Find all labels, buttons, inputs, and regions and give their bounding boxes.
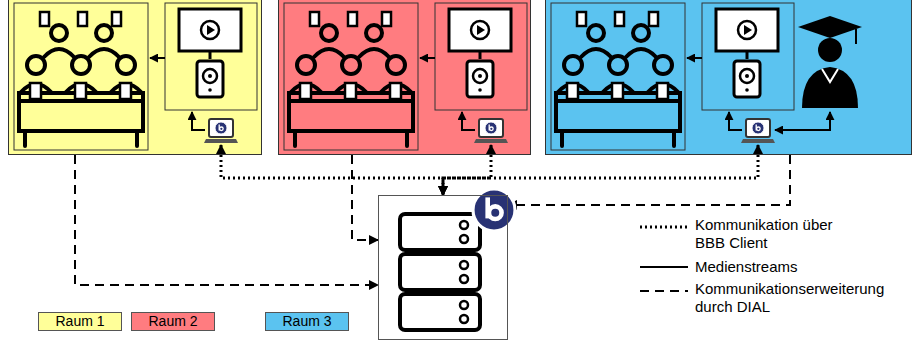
laptop — [475, 117, 507, 145]
dial-link — [75, 155, 378, 285]
legend-swatch: Raum 2 — [131, 312, 215, 331]
dial-link — [508, 155, 790, 205]
legend-text: Kommunikation über BBB Client — [695, 216, 855, 252]
server-box — [378, 195, 508, 340]
bbb-client-link — [443, 145, 491, 195]
legend-text: Kommunikationserweiterung durch DIAL — [695, 280, 917, 316]
bbb-client-link — [443, 145, 758, 195]
laptop — [742, 117, 774, 145]
legend-text: Raum 2 — [148, 313, 197, 329]
bbb-client-link — [221, 145, 443, 195]
legend-text: Raum 3 — [282, 313, 331, 329]
legend-swatch: Raum 3 — [265, 312, 349, 331]
legend-text: Medienstreams — [695, 258, 895, 276]
room-panel — [8, 0, 262, 155]
dial-link — [352, 155, 378, 240]
laptop — [205, 117, 237, 145]
room-panel — [545, 0, 912, 155]
legend-swatch: Raum 1 — [38, 312, 122, 331]
room-panel — [278, 0, 531, 155]
legend-text: Raum 1 — [55, 313, 104, 329]
